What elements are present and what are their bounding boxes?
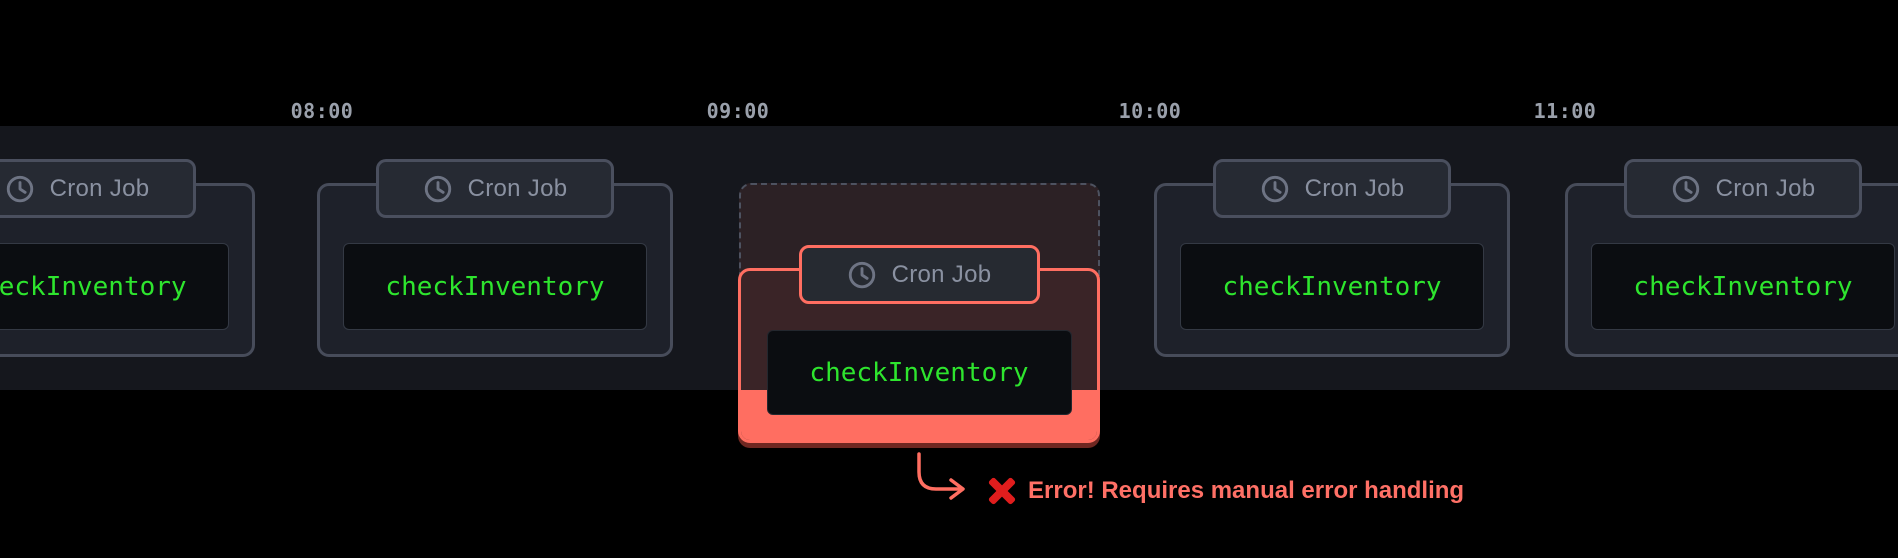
code-box: checkInventory xyxy=(766,330,1072,415)
error-message: Error! Requires manual error handling xyxy=(1028,476,1465,504)
badge-label: Cron Job xyxy=(1304,174,1405,202)
cron-job-badge: Cron Job xyxy=(0,159,196,218)
cron-job-badge: Cron Job xyxy=(1213,159,1451,218)
code-box: checkInventory xyxy=(0,243,229,330)
clock-icon xyxy=(848,261,875,288)
function-name: checkInventory xyxy=(1222,271,1442,302)
time-label: 09:00 xyxy=(706,99,770,123)
badge-label: Cron Job xyxy=(891,260,992,288)
function-name: checkInventory xyxy=(809,357,1029,388)
code-box: checkInventory xyxy=(1180,243,1484,330)
badge-label: Cron Job xyxy=(49,174,150,202)
error-callout: Error! Requires manual error handling xyxy=(987,475,1464,506)
time-label: 11:00 xyxy=(1533,99,1597,123)
cron-job-badge: Cron Job xyxy=(376,159,614,218)
clock-icon xyxy=(424,175,451,202)
time-label: 10:00 xyxy=(1118,99,1182,123)
code-box: checkInventory xyxy=(343,243,647,330)
function-name: checkInventory xyxy=(0,271,187,302)
cross-mark-icon xyxy=(987,476,1017,506)
cron-job-badge: Cron Job xyxy=(1624,159,1862,218)
function-name: checkInventory xyxy=(385,271,605,302)
badge-label: Cron Job xyxy=(1715,174,1816,202)
clock-icon xyxy=(1672,175,1699,202)
time-label: 08:00 xyxy=(290,99,354,123)
cron-job-badge: Cron Job xyxy=(798,245,1040,304)
function-name: checkInventory xyxy=(1633,271,1853,302)
clock-icon xyxy=(1261,175,1288,202)
code-box: checkInventory xyxy=(1591,243,1895,330)
clock-icon xyxy=(6,175,33,202)
badge-label: Cron Job xyxy=(467,174,568,202)
